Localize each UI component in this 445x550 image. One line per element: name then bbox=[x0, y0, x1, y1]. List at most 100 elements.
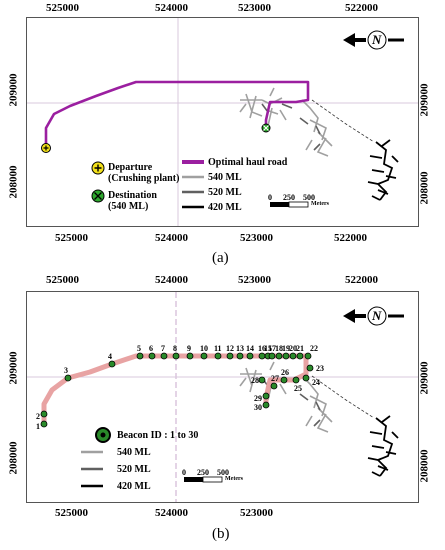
scale-bar-b bbox=[184, 476, 223, 483]
north-arrow-b bbox=[343, 306, 404, 326]
beacon-label-5: 5 bbox=[137, 344, 141, 353]
beacon-marker-23 bbox=[306, 364, 314, 372]
legend-departure-sub: (Crushing plant) bbox=[108, 173, 180, 184]
legend-departure-label: Departure bbox=[108, 162, 153, 173]
beacon-label-6: 6 bbox=[149, 344, 153, 353]
optimal-haul-road-a bbox=[44, 80, 310, 148]
bottom-tick-a-4: 522000 bbox=[334, 232, 367, 244]
bottom-tick-b-2: 524000 bbox=[155, 507, 188, 519]
beacon-label-18: 18 bbox=[275, 344, 283, 353]
tunnels-540-b bbox=[239, 361, 333, 433]
beacon-marker-14 bbox=[246, 352, 254, 360]
beacon-label-8: 8 bbox=[173, 344, 177, 353]
beacon-marker-22 bbox=[304, 352, 312, 360]
beacon-marker-19 bbox=[282, 352, 290, 360]
legend-destination-sub: (540 ML) bbox=[108, 201, 149, 212]
scale-unit-b: Meters bbox=[225, 476, 243, 482]
beacon-marker-1 bbox=[40, 420, 48, 428]
beacon-label-10: 10 bbox=[200, 344, 208, 353]
beacon-label-13: 13 bbox=[236, 344, 244, 353]
beacon-label-29: 29 bbox=[254, 394, 262, 403]
beacon-marker-29 bbox=[262, 392, 270, 400]
beacon-label-16: 16 bbox=[258, 344, 266, 353]
top-tick-a-4: 522000 bbox=[345, 2, 378, 14]
beacon-label-15: 15 bbox=[264, 344, 272, 353]
beacon-marker-10 bbox=[200, 352, 208, 360]
bottom-tick-a-3: 523000 bbox=[240, 232, 273, 244]
top-tick-b-2: 524000 bbox=[155, 274, 188, 286]
ramp-dashed-a bbox=[311, 99, 375, 143]
beacon-label-23: 23 bbox=[316, 364, 324, 373]
beacon-marker-30 bbox=[262, 401, 270, 409]
beacon-label-1: 1 bbox=[36, 422, 40, 431]
legend-destination-label: Destination bbox=[108, 190, 157, 201]
beacon-label-4: 4 bbox=[108, 352, 112, 361]
legend-420-label-b: 420 ML bbox=[117, 481, 151, 492]
scale-end-b: 500 bbox=[217, 468, 229, 477]
destination-marker-cross-a bbox=[263, 125, 269, 131]
beacon-route-b bbox=[41, 353, 309, 427]
beacon-marker-12 bbox=[226, 352, 234, 360]
top-tick-a-1: 525000 bbox=[46, 2, 79, 14]
beacon-marker-18 bbox=[275, 352, 283, 360]
bottom-tick-b-1: 525000 bbox=[55, 507, 88, 519]
ramp-dashed-b bbox=[311, 375, 375, 419]
map-frame-a bbox=[26, 17, 419, 227]
beacon-marker-16 bbox=[258, 352, 266, 360]
beacon-label-9: 9 bbox=[187, 344, 191, 353]
caption-a: (a) bbox=[212, 250, 229, 266]
beacon-marker-4 bbox=[108, 360, 116, 368]
departure-marker-cross-a bbox=[43, 145, 49, 151]
scale-mid-b: 250 bbox=[197, 468, 209, 477]
beacon-label-27: 27 bbox=[271, 374, 279, 383]
tunnels-520-b bbox=[261, 377, 321, 427]
top-tick-b-3: 523000 bbox=[238, 274, 271, 286]
beacon-label-2: 2 bbox=[36, 412, 40, 421]
beacon-label-17: 17 bbox=[268, 344, 276, 353]
tunnels-420-a bbox=[367, 139, 399, 201]
scale-end-a: 500 bbox=[303, 193, 315, 202]
scale-bar-a bbox=[270, 201, 309, 208]
beacon-label-20: 20 bbox=[289, 344, 297, 353]
beacon-label-14: 14 bbox=[246, 344, 254, 353]
beacon-marker-2 bbox=[40, 410, 48, 418]
beacon-label-19: 19 bbox=[282, 344, 290, 353]
beacon-marker-24 bbox=[302, 374, 310, 382]
legend-540-label-b: 540 ML bbox=[117, 447, 151, 458]
bottom-tick-b-3: 523000 bbox=[240, 507, 273, 519]
tunnels-520-a bbox=[261, 103, 321, 151]
legend-520-label-b: 520 ML bbox=[117, 464, 151, 475]
top-tick-b-1: 525000 bbox=[46, 274, 79, 286]
beacon-marker-13 bbox=[236, 352, 244, 360]
scale-mid-a: 250 bbox=[283, 193, 295, 202]
beacon-marker-3 bbox=[64, 374, 72, 382]
beacon-label-28: 28 bbox=[251, 376, 259, 385]
beacon-marker-25 bbox=[292, 376, 300, 384]
legend-540-label-a: 540 ML bbox=[208, 172, 242, 183]
beacon-marker-8 bbox=[172, 352, 180, 360]
beacon-marker-27 bbox=[270, 382, 278, 390]
beacon-label-11: 11 bbox=[214, 344, 222, 353]
top-tick-a-2: 524000 bbox=[155, 2, 188, 14]
tunnels-420-b bbox=[367, 415, 399, 477]
beacon-marker-9 bbox=[186, 352, 194, 360]
tunnels-540-a bbox=[239, 87, 333, 157]
beacon-label-22: 22 bbox=[310, 344, 318, 353]
beacon-marker-5 bbox=[136, 352, 144, 360]
legend-520-label-a: 520 ML bbox=[208, 187, 242, 198]
beacon-label-7: 7 bbox=[161, 344, 165, 353]
beacon-layer bbox=[40, 352, 314, 428]
beacon-label-25: 25 bbox=[294, 384, 302, 393]
beacon-marker-17 bbox=[268, 352, 276, 360]
north-label-a: N bbox=[372, 32, 382, 47]
beacon-marker-20 bbox=[289, 352, 297, 360]
beacon-marker-28 bbox=[258, 376, 266, 384]
scale-unit-a: Meters bbox=[311, 201, 329, 207]
beacon-marker-6 bbox=[148, 352, 156, 360]
scale-zero-b: 0 bbox=[182, 468, 186, 477]
legend-420-label-a: 420 ML bbox=[208, 202, 242, 213]
beacon-label-26: 26 bbox=[281, 368, 289, 377]
scale-zero-a: 0 bbox=[268, 193, 272, 202]
